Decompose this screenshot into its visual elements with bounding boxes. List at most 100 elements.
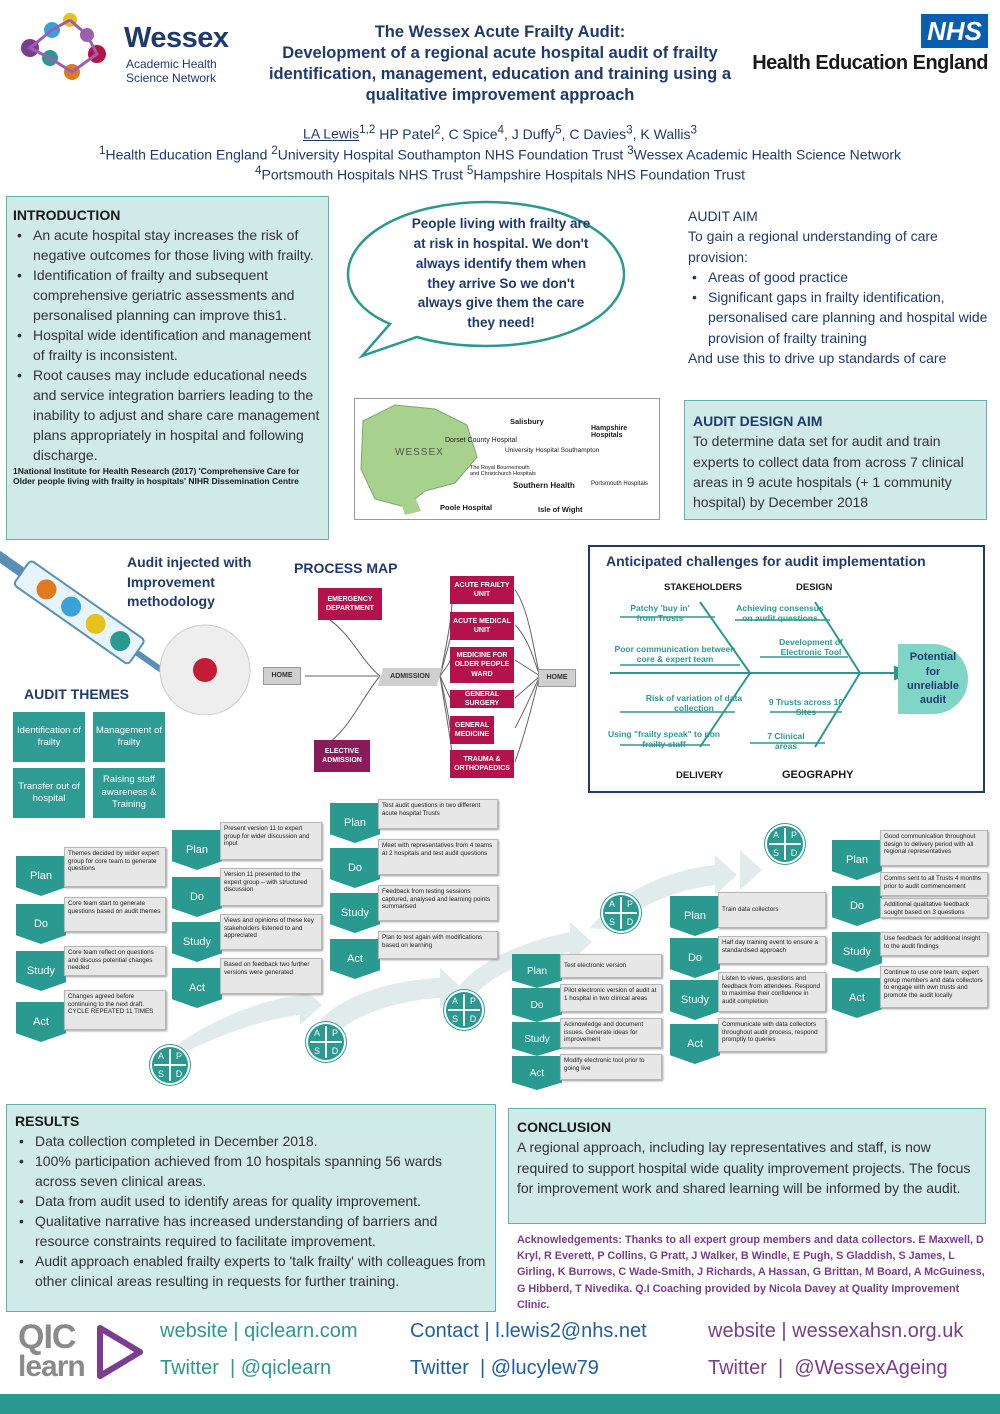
cycle-note: Version 11 presented to the expert group… <box>220 868 322 906</box>
wheel-a: A <box>451 996 458 1006</box>
wheel-s: S <box>772 848 779 858</box>
audit-aim-outro: And use this to drive up standards of ca… <box>688 350 947 367</box>
cycle-note: Listen to views, questions and feedback … <box>718 972 826 1012</box>
process-node-home-left: HOME <box>263 667 301 685</box>
cycle-note: Core team start to generate questions ba… <box>64 897 166 932</box>
hospital-label: Southern Health <box>513 481 575 490</box>
hospital-label: University Hospital Southampton <box>505 447 600 454</box>
cycle-note: Pilot electronic version of audit at 1 h… <box>560 984 662 1012</box>
hospital-label: Hampshire Hospitals <box>591 425 628 439</box>
process-node-unit: GENERAL MEDICINE <box>450 716 494 744</box>
wheel-s: S <box>451 1014 458 1024</box>
step-study: Study <box>330 893 380 933</box>
wheel-s: S <box>608 917 615 927</box>
step-do: Do <box>670 938 720 978</box>
results-heading: RESULTS <box>15 1113 80 1129</box>
wheel-p: P <box>790 830 797 840</box>
contact-email-link[interactable]: Contact | l.lewis2@nhs.net <box>410 1320 647 1342</box>
theme-tile: Raising staff awareness & Training <box>92 767 166 819</box>
nhs-logo: NHS Health Education England <box>752 14 990 84</box>
lead-author: LA Lewis <box>303 125 360 142</box>
qic-logo-bottom: learn <box>18 1350 86 1383</box>
qiclearn-twitter-link[interactable]: Twitter | @qiclearn <box>160 1357 332 1379</box>
qic-logo: QIC learn <box>18 1318 148 1388</box>
list-item: Significant gaps in frailty identificati… <box>688 287 988 348</box>
wessex-twitter-link[interactable]: Twitter | @WessexAgeing <box>708 1357 948 1379</box>
themes-heading: AUDIT THEMES <box>24 686 129 702</box>
title-line: The Wessex Acute Frailty Audit: <box>374 23 626 41</box>
theme-tile: Identification of frailty <box>12 711 86 763</box>
step-plan: Plan <box>330 803 380 843</box>
process-node-unit: ACUTE MEDICAL UNIT <box>450 612 514 640</box>
challenges-box: Anticipated challenges for audit impleme… <box>588 545 985 793</box>
wheel-p: P <box>626 899 633 909</box>
title-line: qualitative improvement approach <box>365 85 635 104</box>
step-act: Act <box>16 1002 66 1042</box>
affiliations-2: 4Portsmouth Hospitals NHS Trust 5Hampshi… <box>255 164 745 183</box>
list-item: Data from audit used to identify areas f… <box>15 1191 487 1211</box>
step-do: Do <box>832 886 882 926</box>
audit-aim: AUDIT AIM To gain a regional understandi… <box>688 206 988 368</box>
process-node-unit: ACUTE FRAILTY UNIT <box>450 576 514 604</box>
cycle-note: Half day training event to ensure a stan… <box>718 936 826 964</box>
introduction-footnote: 1National Institute for Health Research … <box>13 466 300 487</box>
list-item: Audit approach enabled frailty experts t… <box>15 1251 487 1291</box>
step-study: Study <box>16 951 66 991</box>
step-act: Act <box>172 968 222 1008</box>
cycle-note: Modify electronic tool prior to going li… <box>560 1054 662 1080</box>
list-item: Root causes may include educational need… <box>13 365 322 465</box>
introduction-heading: INTRODUCTION <box>13 207 121 223</box>
wheel-p: P <box>331 1028 338 1038</box>
list-item: Hospital wide identification and managem… <box>13 325 322 365</box>
fishbone-item: Achieving consensus on audit questions <box>736 603 824 624</box>
wheel-d: D <box>331 1046 339 1056</box>
wessex-logo-graphic <box>21 13 106 80</box>
step-plan: Plan <box>670 896 720 936</box>
wessex-sub2: Science Network <box>126 71 217 85</box>
speech-bubble <box>346 200 626 359</box>
qiclearn-website-link[interactable]: website | qiclearn.com <box>160 1320 358 1342</box>
authors: LA Lewis1,2 HP Patel2, C Spice4, J Duffy… <box>303 123 697 142</box>
wessex-sub1: Academic Health <box>126 57 217 71</box>
conclusion-heading: CONCLUSION <box>517 1119 612 1135</box>
introduction-box: INTRODUCTION An acute hospital stay incr… <box>6 196 329 540</box>
fishbone-category: DELIVERY <box>676 770 724 781</box>
fishbone-item: Using "frailty speak" to non frailty sta… <box>608 729 720 750</box>
qic-logo-top: QIC <box>18 1318 76 1356</box>
injected-text: Audit injected with Improvement methodol… <box>127 554 252 610</box>
lucylew-twitter-link[interactable]: Twitter | @lucylew79 <box>410 1357 599 1379</box>
list-item: 100% participation achieved from 10 hosp… <box>15 1151 487 1191</box>
cycle-note: Good communication throughout design to … <box>880 830 988 866</box>
hospital-label: Isle of Wight <box>538 505 583 514</box>
step-do: Do <box>16 904 66 944</box>
fishbone-item: 7 Clinical areas <box>767 731 805 752</box>
audit-aim-intro: To gain a regional understanding of care… <box>688 228 938 265</box>
wessex-map: WESSEX Salisbury Hampshire Hospitals Dor… <box>354 398 660 520</box>
results-box: RESULTS Data collection completed in Dec… <box>6 1104 496 1312</box>
cycle-note: Acknowledge and document issues. Generat… <box>560 1018 662 1048</box>
hospital-label: Portsmouth Hospitals <box>591 481 649 487</box>
step-plan: Plan <box>512 954 562 988</box>
hee-name: Health Education England <box>752 52 988 74</box>
theme-tile: Transfer out of hospital <box>12 767 86 819</box>
nhs-badge: NHS <box>921 14 988 48</box>
step-study: Study <box>832 932 882 972</box>
speech-text: People living with frailty are at risk i… <box>411 216 591 331</box>
theme-tile: Management of frailty <box>92 711 166 763</box>
map-region-label: WESSEX <box>395 447 444 458</box>
list-item: Identification of frailty and subsequent… <box>13 265 322 325</box>
fishbone-item: Patchy 'buy in' from Trusts <box>630 603 690 624</box>
wheel-s: S <box>157 1069 164 1079</box>
list-item: Data collection completed in December 20… <box>15 1131 487 1151</box>
step-do: Do <box>512 988 562 1022</box>
fishbone-item: 9 Trusts across 10 Sites <box>768 697 844 718</box>
cycle-note: Based on feedback two further versions w… <box>220 958 322 994</box>
wessex-website-link[interactable]: website | wessexahsn.org.uk <box>708 1320 964 1342</box>
title-line: identification, management, education an… <box>268 64 732 83</box>
process-node-emergency: EMERGENCY DEPARTMENT <box>318 588 382 620</box>
conclusion-box: CONCLUSION A regional approach, includin… <box>508 1108 986 1224</box>
fishbone-item: Risk of variation of data collection <box>645 693 743 714</box>
